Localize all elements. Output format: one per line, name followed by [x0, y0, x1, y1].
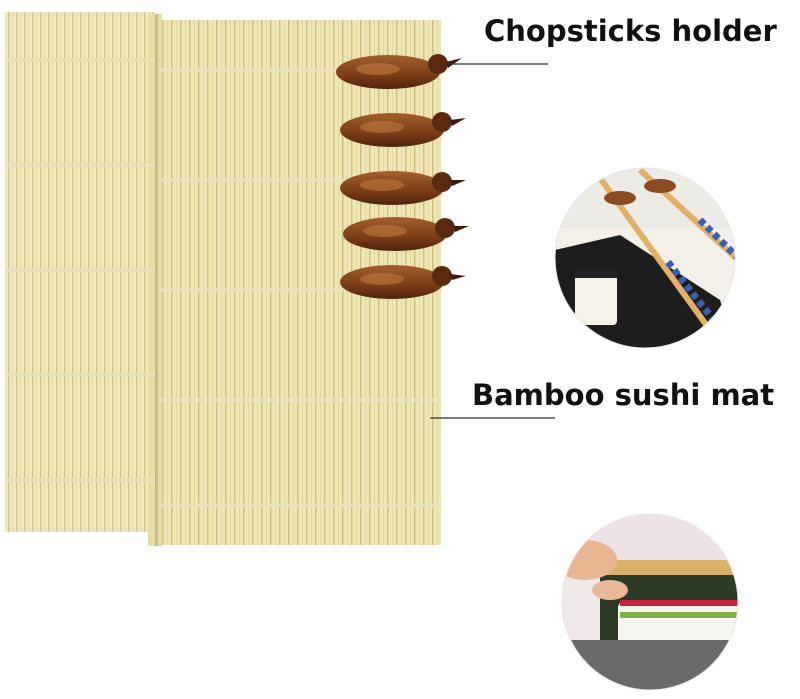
- bamboo-mat-label: Bamboo sushi mat: [472, 378, 775, 412]
- duck-holder-2: [340, 112, 466, 147]
- duck-holder-1: [336, 54, 462, 89]
- sushi-rolling-photo: [562, 514, 738, 690]
- duck-holder-3: [340, 171, 466, 205]
- duck-holder-5: [340, 265, 466, 299]
- duck-holder-4: [343, 217, 469, 251]
- chopsticks-holder-label: Chopsticks holder: [484, 14, 777, 48]
- chopsticks-photo: [555, 168, 735, 348]
- chopstick-holders: [336, 54, 469, 299]
